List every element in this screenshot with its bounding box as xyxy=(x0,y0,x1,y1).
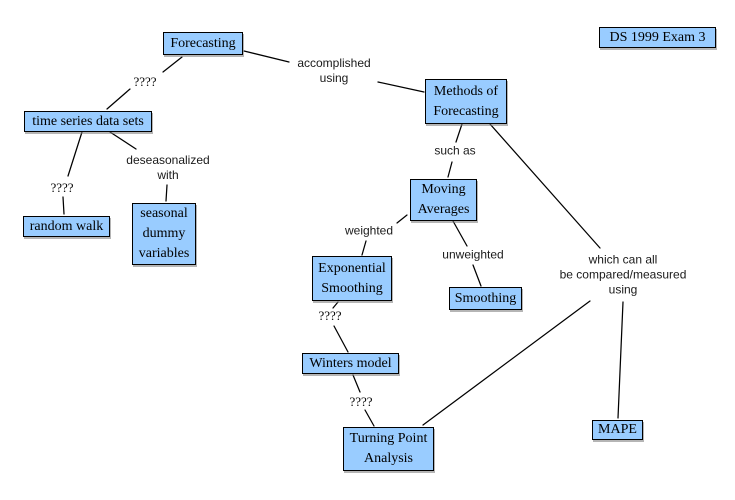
edge-label-text: ???? xyxy=(349,394,373,409)
node-label-text: random walk xyxy=(29,218,104,234)
node-label-text: Methods of xyxy=(433,83,499,99)
edge-label-weighted[interactable]: weighted xyxy=(345,224,393,239)
edge-label-text: ???? xyxy=(50,180,74,195)
node-label-text: Averages xyxy=(417,202,470,217)
connector-forecasting-to-accomplished xyxy=(243,50,290,63)
node-label-text: time series data sets xyxy=(32,113,144,129)
node-time-series-data-sets[interactable]: time series data sets xyxy=(24,111,152,132)
connector-weighted-to-exponential xyxy=(361,240,367,256)
node-label-text: DS 1999 Exam 3 xyxy=(609,29,706,45)
node-label-text: variables xyxy=(138,246,190,261)
node-label-text: Moving xyxy=(421,182,466,197)
edge-label-unknown-3[interactable]: ???? xyxy=(318,309,341,323)
node-label-text: Smoothing xyxy=(321,280,383,296)
node-smoothing[interactable]: Smoothing xyxy=(449,287,522,310)
connector-such-as-to-moving-averages xyxy=(447,161,453,178)
connector-moving-averages-to-unweighted xyxy=(452,220,468,247)
edge-label-unweighted[interactable]: unweighted xyxy=(442,248,503,263)
connector-compared-measured-to-mape xyxy=(617,301,624,419)
node-ds-1999-exam-3[interactable]: DS 1999 Exam 3 xyxy=(599,27,716,48)
edge-label-text: using xyxy=(608,282,638,297)
edge-label-text: which can all xyxy=(588,252,658,267)
node-random-walk[interactable]: random walk xyxy=(23,216,110,237)
connector-time-series-to-deseasonalized xyxy=(109,131,137,150)
node-seasonal-dummy-variables[interactable]: seasonal dummy variables xyxy=(132,203,196,265)
edge-label-text: deseasonalized xyxy=(126,153,210,167)
edge-label-unknown-1[interactable]: ???? xyxy=(133,75,156,89)
connector-moving-averages-to-weighted xyxy=(396,214,408,224)
edge-label-such-as[interactable]: such as xyxy=(434,144,475,159)
node-label-text: MAPE xyxy=(598,422,637,437)
node-label-text: Analysis xyxy=(364,451,413,466)
node-label-text: dummy xyxy=(142,226,186,241)
connector-forecasting-to-unknown1 xyxy=(162,56,183,73)
node-label-text: Smoothing xyxy=(454,290,517,306)
node-forecasting[interactable]: Forecasting xyxy=(163,32,243,55)
connector-methods-to-such-as xyxy=(455,123,463,143)
connector-unweighted-to-smoothing xyxy=(472,264,482,287)
connector-winters-to-unknown4 xyxy=(352,374,361,393)
edge-label-text: ???? xyxy=(318,308,342,323)
edge-label-text: unweighted xyxy=(442,247,504,262)
edge-label-text: be compared/measured xyxy=(559,267,687,282)
connector-unknown2-to-random-walk xyxy=(62,196,65,215)
edge-label-text: ???? xyxy=(133,74,157,89)
connector-unknown1-to-time-series xyxy=(106,88,131,110)
edge-label-unknown-4[interactable]: ???? xyxy=(349,395,372,409)
node-label-text: Forecasting xyxy=(433,103,499,119)
connector-accomplished-to-methods xyxy=(377,81,425,93)
node-label-text: Winters model xyxy=(309,355,392,371)
node-winters-model[interactable]: Winters model xyxy=(302,353,399,374)
node-label-text: Exponential xyxy=(318,260,386,276)
connector-methods-to-compared-measured xyxy=(489,123,601,249)
connector-time-series-to-unknown2 xyxy=(67,131,83,177)
node-label-text: Turning Point xyxy=(349,431,428,446)
node-mape[interactable]: MAPE xyxy=(592,420,643,440)
connector-deseasonalized-to-seasonal xyxy=(165,184,168,202)
node-label-text: seasonal xyxy=(140,206,188,221)
edge-label-text: with xyxy=(157,168,179,182)
connector-exponential-to-unknown3 xyxy=(332,301,339,309)
edge-label-text: using xyxy=(319,71,349,85)
edge-label-text: accomplished xyxy=(297,56,371,70)
edge-label-text: such as xyxy=(434,143,476,158)
connector-compared-measured-to-turning-point xyxy=(422,300,591,426)
connector-unknown4-to-turning-point xyxy=(364,409,375,427)
edge-label-text: weighted xyxy=(344,223,394,238)
connector-unknown3-to-winters xyxy=(333,325,349,353)
node-label-text: Forecasting xyxy=(170,35,236,51)
node-methods-of-forecasting[interactable]: Methods of Forecasting xyxy=(425,79,507,124)
edge-label-unknown-2[interactable]: ???? xyxy=(50,181,73,195)
